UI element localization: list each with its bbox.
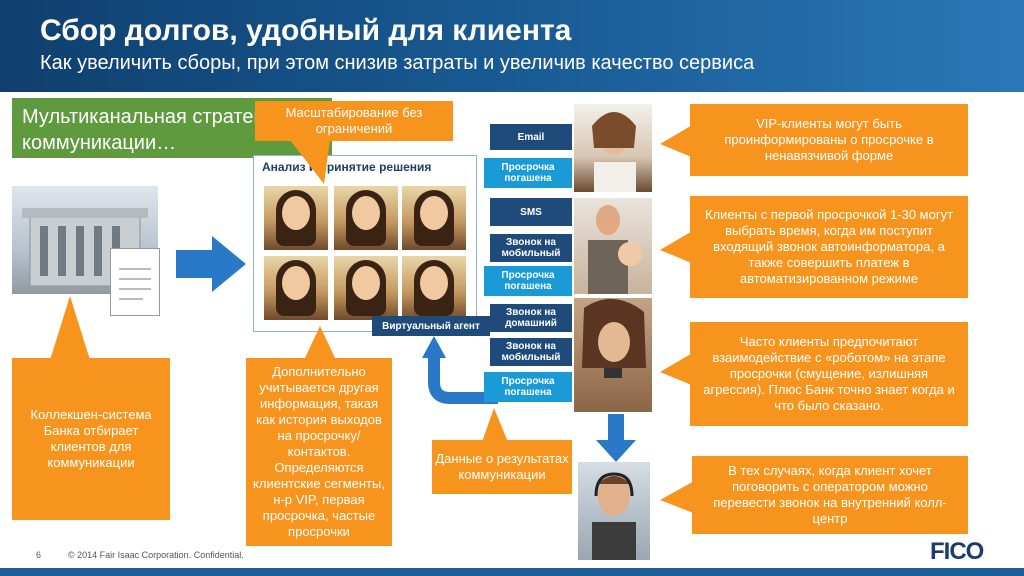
operator-photo [578, 462, 650, 560]
customer-photo-vip [574, 104, 652, 192]
bottom-bar [0, 568, 1024, 576]
additional-info-callout: Дополнительно учитывается другая информа… [246, 358, 392, 546]
client-photo [334, 186, 398, 250]
page-title: Сбор долгов, удобный для клиента [40, 14, 572, 47]
callout-pointer-middle [304, 326, 336, 360]
callout-pointer-right-4 [660, 480, 696, 514]
channel-paid: Просрочка погашена [484, 158, 572, 188]
arrow-down-icon [596, 414, 636, 462]
channel-paid: Просрочка погашена [484, 372, 572, 402]
channel-paid: Просрочка погашена [484, 266, 572, 296]
client-photo [402, 256, 466, 320]
client-photo [264, 186, 328, 250]
channel-mobile-call: Звонок на мобильный [490, 234, 572, 262]
page-number: 6 [36, 550, 42, 560]
callout-pointer-left [50, 296, 90, 360]
document-icon [110, 248, 160, 316]
fico-logo: FICO [930, 538, 984, 565]
bank-building-image [12, 186, 158, 294]
callout-pointer-results [482, 408, 508, 442]
customer-photo-phone [574, 298, 652, 412]
analysis-label: Анализ и принятие решения [262, 160, 432, 174]
results-data-callout: Данные о результатах коммуникации [432, 440, 572, 494]
virtual-agent-label: Виртуальный агент [372, 316, 490, 336]
callout-pointer-scaling [290, 140, 330, 184]
callout-pointer-right-1 [660, 124, 694, 158]
client-photo [334, 256, 398, 320]
channel-sms: SMS [490, 198, 572, 226]
channel-email: Email [490, 124, 572, 150]
arrow-right-icon [176, 236, 246, 292]
client-photo-grid [264, 186, 470, 324]
copyright-text: © 2014 Fair Isaac Corporation. Confident… [68, 550, 244, 560]
page-subtitle: Как увеличить сборы, при этом снизив зат… [40, 52, 755, 74]
client-photo [402, 186, 466, 250]
callout-pointer-right-2 [660, 230, 694, 264]
client-photo [264, 256, 328, 320]
header-banner [0, 0, 1024, 92]
feedback-arrow-icon [422, 336, 498, 404]
robot-preference-callout: Часто клиенты предпочитают взаимодействи… [690, 322, 968, 426]
channel-mobile-call: Звонок на мобильный [490, 338, 572, 366]
collection-system-callout: Коллекшен-система Банка отбирает клиенто… [12, 358, 170, 520]
callout-pointer-right-3 [660, 352, 694, 386]
channel-home-call: Звонок на домашний [490, 304, 572, 332]
vip-clients-callout: VIP-клиенты могут быть проинформированы … [690, 104, 968, 176]
scaling-callout: Масштабирование без ограничений [255, 101, 453, 141]
first-overdue-callout: Клиенты с первой просрочкой 1-30 могут в… [690, 196, 968, 298]
customer-photo-parent [574, 198, 652, 294]
operator-transfer-callout: В тех случаях, когда клиент хочет погово… [692, 456, 968, 534]
